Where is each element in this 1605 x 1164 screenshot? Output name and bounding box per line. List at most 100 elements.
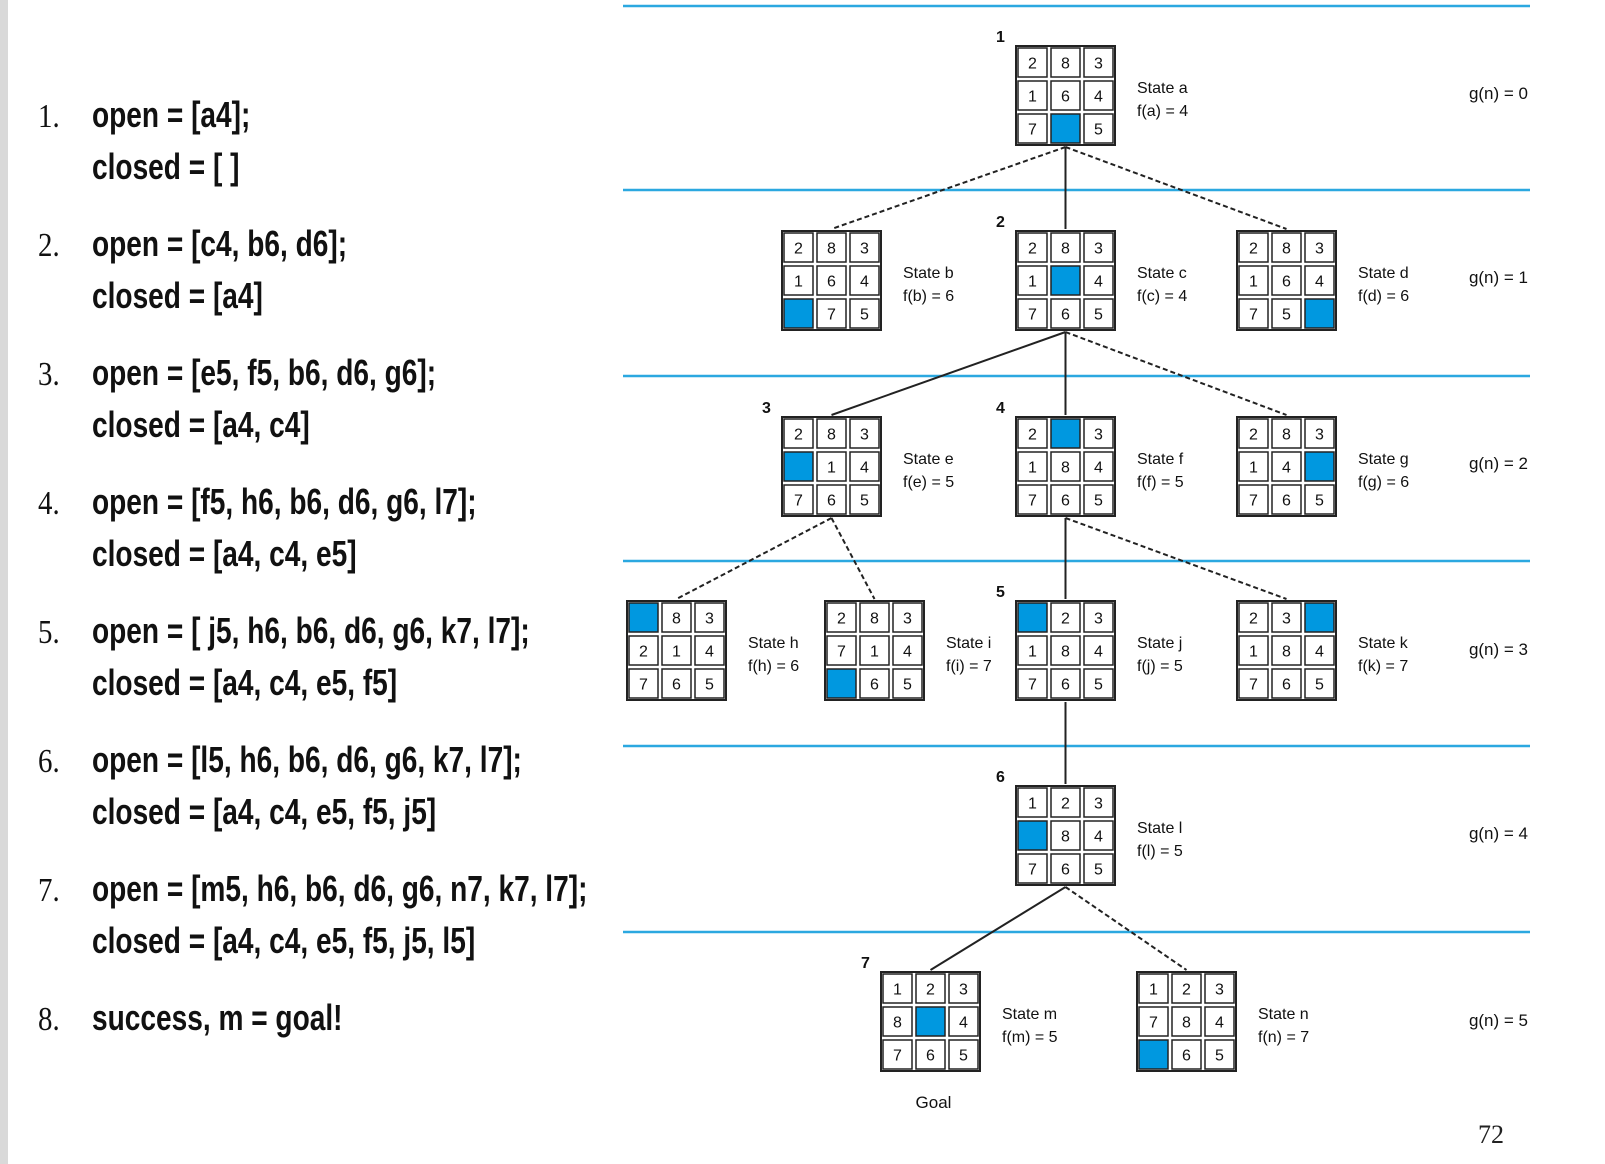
tile: [826, 602, 857, 633]
tree-edge-c-g: [1065, 331, 1287, 416]
tile-number: 2: [1249, 611, 1258, 628]
blank-tile: [826, 668, 857, 699]
closed-list: closed = [a4, c4, e5, f5]: [92, 662, 398, 703]
tile: [1271, 451, 1302, 482]
tile-number: 8: [1061, 56, 1070, 73]
tile: [694, 668, 725, 699]
tile: [826, 635, 857, 666]
tile: [783, 418, 814, 449]
tile: [882, 1006, 913, 1037]
tile: [1050, 47, 1081, 78]
tile: [1238, 232, 1269, 263]
state-f-value: f(j) = 5: [1137, 658, 1183, 675]
tile: [1083, 635, 1114, 666]
tile: [849, 484, 880, 515]
state-name: State m: [1002, 1006, 1057, 1023]
tile-number: 6: [870, 677, 879, 694]
closed-list: closed = [a4, c4, e5]: [92, 533, 357, 574]
tile: [1050, 484, 1081, 515]
tile-number: 8: [1061, 460, 1070, 477]
closed-list: closed = [ ]: [92, 146, 240, 187]
tile: [859, 602, 890, 633]
tile-number: 5: [1215, 1048, 1224, 1065]
blank-tile: [1017, 602, 1048, 633]
tile-number: 3: [1094, 56, 1103, 73]
tile: [661, 668, 692, 699]
tile: [1050, 80, 1081, 111]
tile-number: 4: [959, 1015, 968, 1032]
tile: [882, 1039, 913, 1070]
tile-number: 6: [1282, 677, 1291, 694]
expansion-order: 7: [861, 955, 870, 972]
tile-number: 5: [1315, 677, 1324, 694]
tree-edge-a-d: [1065, 146, 1287, 230]
state-name: State h: [748, 635, 799, 652]
tile-number: 3: [1315, 427, 1324, 444]
tile-number: 8: [1282, 427, 1291, 444]
tile-number: 6: [827, 274, 836, 291]
tile: [1017, 80, 1048, 111]
state-f-value: f(l) = 5: [1137, 843, 1183, 860]
depth-label: g(n) = 5: [1469, 1011, 1528, 1030]
tile: [849, 265, 880, 296]
tile-number: 2: [1028, 241, 1037, 258]
tile-number: 8: [1282, 241, 1291, 258]
expansion-order: 4: [996, 400, 1005, 417]
step-number: 6.: [38, 743, 60, 780]
tile: [892, 635, 923, 666]
tile: [1271, 232, 1302, 263]
tile: [859, 635, 890, 666]
tile: [1083, 418, 1114, 449]
depth-label: g(n) = 4: [1469, 824, 1528, 843]
tile: [1238, 602, 1269, 633]
tile: [1138, 1006, 1169, 1037]
left-edge-bar: [0, 0, 8, 1164]
tile-number: 2: [794, 427, 803, 444]
tile-number: 6: [1282, 274, 1291, 291]
expansion-order: 6: [996, 769, 1005, 786]
tile: [1238, 635, 1269, 666]
open-list: open = [l5, h6, b6, d6, g6, k7, l7];: [92, 739, 522, 780]
tile-number: 5: [959, 1048, 968, 1065]
open-list: open = [f5, h6, b6, d6, g6, l7];: [92, 481, 477, 522]
tile-number: 3: [959, 982, 968, 999]
tile-number: 1: [672, 644, 681, 661]
depth-label: g(n) = 3: [1469, 640, 1528, 659]
state-f-value: f(h) = 6: [748, 658, 799, 675]
tile-number: 8: [1061, 829, 1070, 846]
tile-number: 2: [1028, 56, 1037, 73]
tile: [1271, 265, 1302, 296]
tile: [915, 973, 946, 1004]
tree-edge-l-m: [929, 886, 1067, 971]
tile: [1204, 1006, 1235, 1037]
tile-number: 1: [1028, 274, 1037, 291]
tile: [892, 668, 923, 699]
tile: [1083, 853, 1114, 884]
depth-label: g(n) = 1: [1469, 268, 1528, 287]
tile: [661, 602, 692, 633]
step-number: 8.: [38, 1001, 60, 1038]
tile: [1238, 265, 1269, 296]
state-f-value: f(g) = 6: [1358, 474, 1409, 491]
tile: [1083, 820, 1114, 851]
state-f-value: f(d) = 6: [1358, 288, 1409, 305]
state-f-value: f(n) = 7: [1258, 1029, 1309, 1046]
tile-number: 2: [1249, 241, 1258, 258]
open-list: open = [e5, f5, b6, d6, g6];: [92, 352, 437, 393]
tile-number: 4: [1094, 829, 1103, 846]
tree-edge-e-i: [830, 517, 876, 600]
tile-number: 7: [1028, 677, 1037, 694]
state-name: State k: [1358, 635, 1409, 652]
tile-number: 6: [1061, 493, 1070, 510]
tile-number: 1: [1028, 89, 1037, 106]
state-name: State c: [1137, 265, 1187, 282]
tile: [915, 1039, 946, 1070]
expansion-order: 5: [996, 584, 1005, 601]
tile: [816, 232, 847, 263]
tile: [1304, 484, 1335, 515]
tile-number: 2: [1028, 427, 1037, 444]
tile-number: 6: [926, 1048, 935, 1065]
